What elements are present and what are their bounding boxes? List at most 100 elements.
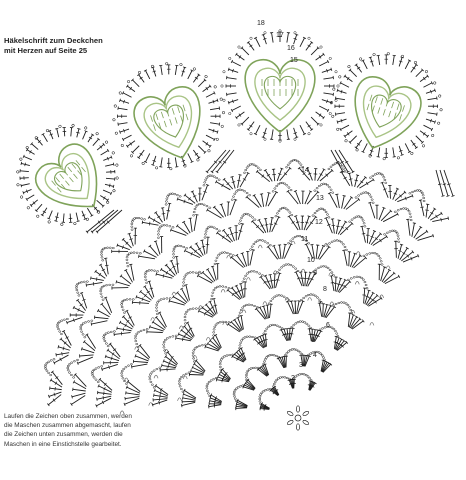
chain-stitch	[156, 301, 159, 304]
stitch-bar	[262, 38, 267, 40]
round-number: 12	[315, 219, 323, 226]
stitch-stem	[73, 381, 87, 390]
chain-stitch	[274, 215, 278, 218]
chain-stitch	[182, 245, 186, 249]
chain-stitch	[250, 270, 253, 273]
stitch-symbol	[72, 380, 87, 390]
chain-stitch	[317, 184, 321, 188]
chain-stitch	[283, 376, 287, 379]
chain-stitch	[272, 354, 276, 357]
stitch-cap	[233, 198, 238, 201]
stitch-symbol	[283, 243, 293, 259]
chain-stitch	[75, 289, 79, 292]
stitch-symbol	[272, 244, 280, 260]
stitch-bar	[186, 329, 191, 333]
stitch-cap	[421, 68, 424, 72]
stitch-symbol	[253, 36, 261, 48]
stitch-cap	[255, 169, 259, 173]
stitch-bar	[103, 196, 106, 200]
stitch-symbol	[76, 298, 86, 311]
stitch-symbol	[85, 333, 96, 349]
stitch-cap	[267, 192, 271, 194]
stitch-bar	[82, 298, 86, 301]
stitch-cap	[137, 73, 141, 76]
chain-stitch	[165, 224, 169, 227]
chain-stitch	[324, 210, 328, 213]
chain-stitch	[182, 374, 185, 377]
chain-stitch	[155, 306, 158, 309]
stitch-stem	[53, 354, 69, 364]
border-chain	[47, 220, 51, 224]
stitch-cap	[161, 363, 163, 368]
chain-stitch	[251, 335, 254, 339]
stitch-cap	[61, 329, 66, 333]
stitch-bar	[141, 297, 144, 301]
stitch-cap	[355, 174, 360, 176]
stitch-symbol	[335, 193, 340, 209]
chain-stitch	[134, 334, 138, 337]
round-number: 8	[323, 286, 327, 293]
chain-stitch	[202, 203, 206, 206]
stitch-bar	[383, 188, 387, 191]
stitch-bar	[194, 76, 199, 80]
chain-stitch	[186, 272, 190, 275]
stitch-symbol	[180, 401, 196, 408]
stitch-cap	[175, 291, 179, 295]
chain-stitch	[333, 162, 337, 165]
stitch-symbol	[98, 263, 108, 277]
stitch-symbol	[343, 196, 354, 210]
stitch-stem	[105, 258, 109, 275]
stitch-cap	[307, 215, 311, 218]
stitch-stem	[364, 290, 370, 305]
border-chain	[336, 127, 340, 131]
border-chain	[36, 214, 40, 218]
stitch-symbol	[126, 380, 141, 392]
stitch-symbol	[53, 354, 69, 365]
stitch-stem	[420, 200, 425, 217]
stitch-stem	[96, 395, 112, 400]
stitch-bar	[263, 280, 267, 284]
stitch-cap	[397, 274, 401, 278]
stitch-symbol	[59, 337, 71, 349]
stitch-bar	[212, 128, 215, 133]
stitch-symbol	[182, 392, 196, 400]
chain-stitch	[397, 240, 401, 243]
stitch-cap	[90, 230, 94, 234]
stitch-stem	[155, 316, 166, 329]
stitch-cap	[426, 134, 430, 138]
stitch-symbol	[205, 91, 216, 98]
stitch-bar	[79, 303, 83, 307]
stitch-stem	[227, 323, 240, 333]
heart-stitch	[75, 160, 81, 166]
stitch-stem	[223, 178, 234, 190]
stitch-symbol	[333, 335, 338, 350]
stitch-stem	[261, 193, 265, 207]
chain-stitch	[296, 374, 299, 377]
chain-stitch	[131, 298, 135, 301]
stitch-cap	[350, 196, 354, 199]
stitch-bar	[166, 68, 171, 70]
chain-stitch	[205, 384, 209, 388]
stitch-symbol	[198, 78, 207, 87]
stitch-stem	[125, 392, 140, 396]
stitch-bar	[370, 235, 374, 238]
stitch-stem	[365, 292, 374, 306]
chain-stitch	[258, 395, 262, 398]
heart-stitch	[169, 118, 173, 126]
heart-stitch	[56, 187, 62, 193]
stitch-stem	[349, 69, 357, 77]
stitch-cap	[346, 170, 350, 174]
chain-stitch	[385, 231, 389, 234]
stitch-stem	[208, 99, 218, 104]
stitch-symbol	[399, 246, 409, 261]
heart-stitch	[61, 183, 66, 190]
chain-arches	[43, 159, 426, 414]
stitch-cap	[143, 285, 147, 288]
stitch-bar	[37, 140, 42, 143]
stitch-stem	[319, 302, 323, 317]
chain-stitch	[108, 283, 112, 286]
stitch-bar	[422, 132, 426, 136]
stitch-symbol	[47, 210, 53, 220]
chain-stitch	[285, 166, 288, 169]
stitch-symbol	[305, 271, 313, 287]
